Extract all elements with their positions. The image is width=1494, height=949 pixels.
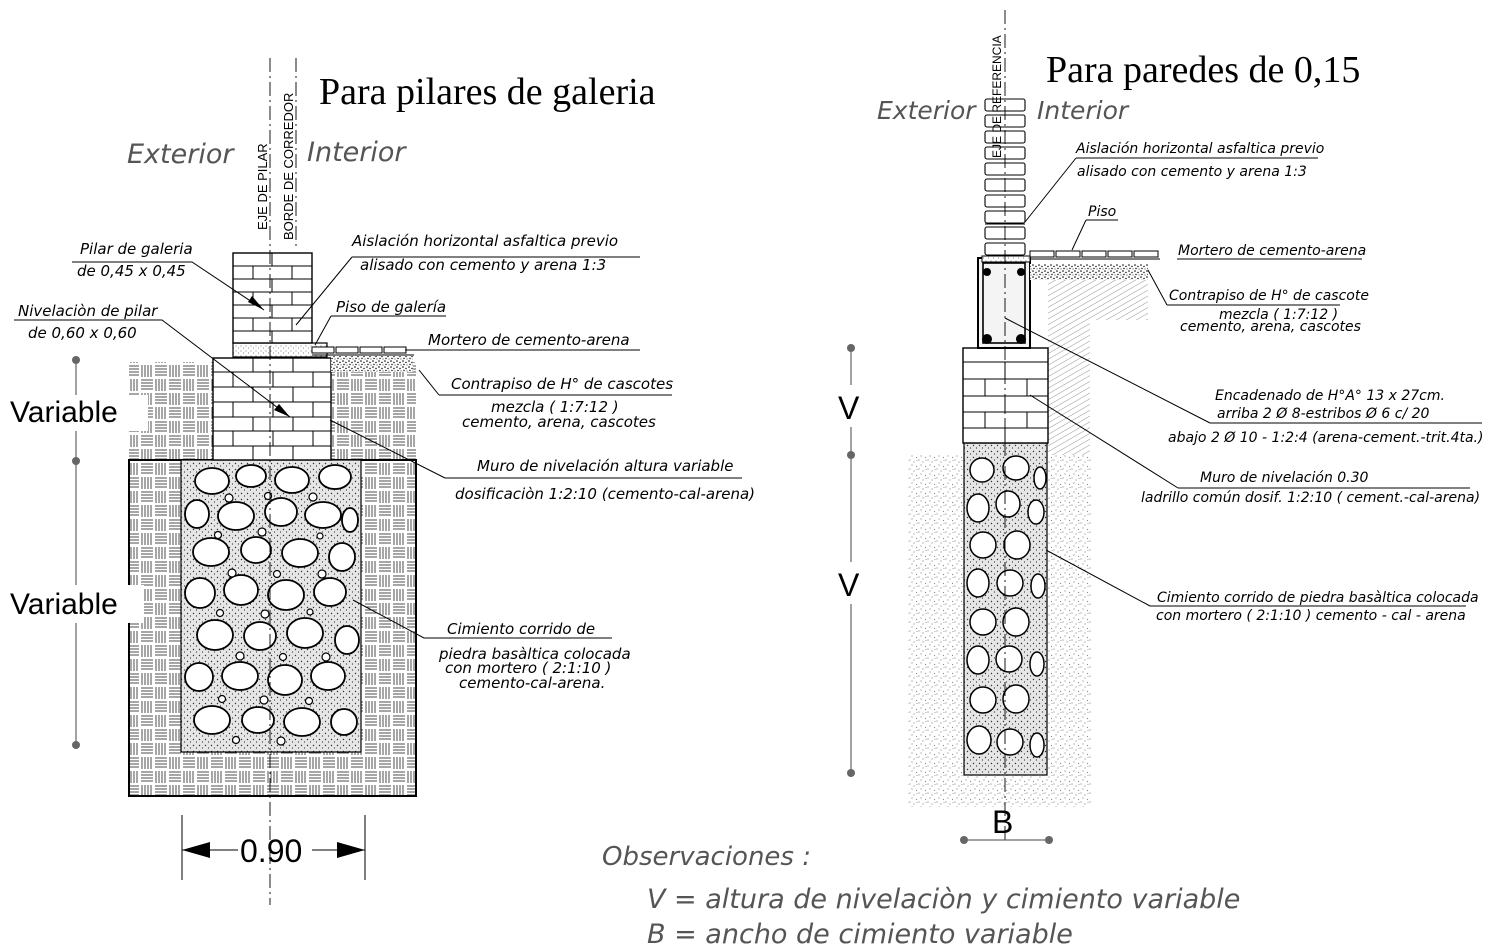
right-encadenado-label-1: Encadenado de H°A° 13 x 27cm.	[1215, 388, 1445, 404]
right-v-label-2: V	[838, 567, 860, 603]
left-leader-arrow	[248, 296, 264, 310]
left-exterior-label: Exterior	[127, 139, 235, 170]
left-width-dimension	[181, 815, 366, 880]
right-title: Para paredes de 0,15	[1046, 49, 1360, 91]
rebar-icon	[1017, 268, 1025, 276]
right-contrapiso-label-2: mezcla ( 1:7:12 )	[1219, 307, 1338, 323]
right-piso-label: Piso	[1088, 204, 1116, 220]
right-cimiento-label-2: con mortero ( 2:1:10 ) cemento - cal - a…	[1156, 608, 1466, 624]
left-aislacion-label-1: Aislación horizontal asfaltica previo	[351, 232, 618, 250]
rebar-icon	[982, 334, 992, 344]
right-b-dimension	[960, 836, 1053, 844]
right-detail	[832, 10, 1482, 844]
left-leveling-bricks	[213, 358, 331, 460]
right-muro-label-2: ladrillo común dosif. 1:2:10 ( cement.-c…	[1141, 490, 1480, 506]
left-contrapiso-label-2: mezcla ( 1:7:12 )	[491, 398, 619, 416]
left-variable-label-2: Variable	[10, 588, 118, 621]
right-floor-tiles	[1029, 250, 1159, 258]
left-foundation-pebbles	[213, 491, 331, 746]
right-foundation-stones	[966, 455, 1047, 758]
left-pillar-bricks	[233, 253, 312, 343]
left-cimiento-label-2: piedra basàltica colocada	[438, 645, 631, 663]
right-aislacion-label-1: Aislación horizontal asfaltica previo	[1075, 141, 1324, 157]
left-floor-tiles	[311, 346, 407, 354]
left-cimiento-label-3: con mortero ( 2:1:10 )	[445, 659, 611, 677]
right-aislacion-label-2: alisado con cemento y arena 1:3	[1077, 164, 1307, 180]
left-pilar-label-1: Pilar de galeria	[80, 240, 193, 258]
right-cimiento-label-1: Cimiento corrido de piedra basàltica col…	[1157, 590, 1479, 606]
right-v-label-1: V	[838, 390, 860, 426]
left-muro-label-1: Muro de nivelación altura variable	[477, 457, 733, 475]
left-contrapiso-label-3: cemento, arena, cascotes	[462, 413, 656, 431]
left-width-label: 0.90	[240, 833, 302, 869]
left-foundation-stones	[184, 464, 360, 737]
right-leaders	[1004, 157, 1482, 607]
observaciones-heading: Observaciones :	[602, 842, 811, 872]
left-mortero-label: Mortero de cemento-arena	[428, 331, 630, 349]
left-contrapiso	[331, 356, 413, 372]
left-leaders	[14, 256, 742, 639]
right-axis-label: EJE DE REFERENCIA	[990, 35, 1004, 158]
observaciones-line-2: B = ancho de cimiento variable	[647, 919, 1073, 949]
right-b-label: B	[992, 804, 1013, 840]
left-pilar-label-2: de 0,45 x 0,45	[77, 262, 186, 280]
right-contrapiso-hatch	[1048, 280, 1148, 455]
right-interior-label: Interior	[1037, 96, 1130, 125]
left-nivelacion-label-2: de 0,60 x 0,60	[28, 324, 137, 342]
left-aislacion-label-2: alisado con cemento y arena 1:3	[360, 256, 606, 274]
right-encadenado-label-3: abajo 2 Ø 10 - 1:2:4 (arena-cement.-trit…	[1168, 430, 1483, 446]
right-encadenado-label-2: arriba 2 Ø 8-estribos Ø 6 c/ 20	[1217, 406, 1430, 422]
right-contrapiso	[1030, 264, 1148, 280]
left-interior-label: Interior	[307, 137, 407, 168]
left-nivelacion-label-1: Nivelaciòn de pilar	[18, 302, 158, 320]
rebar-icon	[1016, 334, 1026, 344]
right-mortero-label: Mortero de cemento-arena	[1178, 243, 1366, 259]
left-piso-label: Piso de galería	[336, 298, 446, 316]
right-v-dimension	[832, 344, 872, 777]
rebar-icon	[983, 268, 991, 276]
left-corridor-label: BORDE DE CORREDOR	[281, 93, 296, 240]
left-leader-arrow-2	[274, 404, 290, 417]
left-contrapiso-label-1: Contrapiso de H° de cascotes	[451, 375, 673, 393]
left-cimiento-label-1: Cimiento corrido de	[447, 620, 595, 638]
left-title: Para pilares de galeria	[319, 71, 656, 113]
left-detail	[8, 58, 742, 905]
right-contrapiso-label-1: Contrapiso de H° de cascote	[1169, 288, 1369, 304]
right-exterior-label: Exterior	[877, 96, 977, 125]
right-muro-label-1: Muro de nivelación 0.30	[1200, 470, 1369, 486]
left-cimiento-label-4: cemento-cal-arena.	[459, 674, 605, 692]
left-variable-label-1: Variable	[10, 396, 118, 429]
left-variable-dimension	[8, 356, 148, 749]
observaciones-line-1: V = altura de nivelaciòn y cimiento vari…	[647, 884, 1240, 915]
right-contrapiso-label-3: cemento, arena, cascotes	[1180, 319, 1361, 335]
left-axis-label: EJE DE PILAR	[255, 143, 270, 230]
left-muro-label-2: dosificaciòn 1:2:10 (cemento-cal-arena)	[455, 485, 755, 503]
